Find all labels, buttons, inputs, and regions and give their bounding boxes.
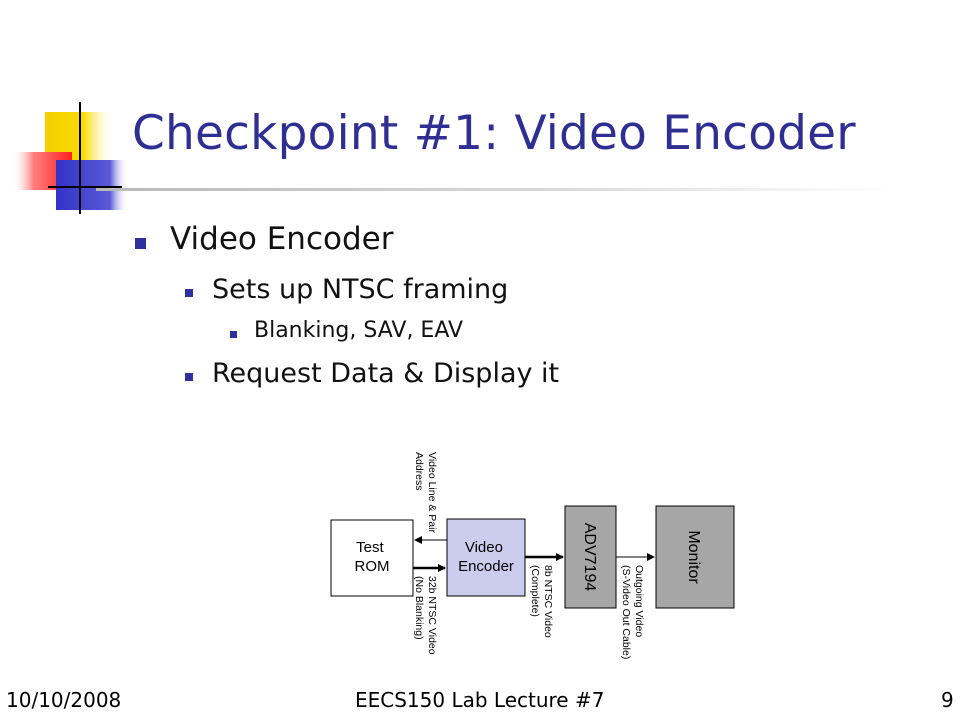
address-label: Video Line & Pair xyxy=(426,452,438,533)
video-encoder-diagram: Test ROM Video Encoder ADV7194 Monitor V… xyxy=(330,452,735,659)
bullet-square-icon xyxy=(185,373,193,381)
ntsc-out-label: 8b NTSC Video xyxy=(542,565,554,638)
outgoing-video-label: (S-Video Out Cable) xyxy=(620,565,632,659)
bullet-text: Video Encoder xyxy=(170,221,394,257)
svg-text:Test ROM: Test ROM xyxy=(355,539,390,575)
bullet-request-data: Request Data & Display it xyxy=(185,358,560,389)
address-label: Address xyxy=(413,452,425,491)
bullet-square-icon xyxy=(230,331,237,338)
test-rom-block xyxy=(330,519,414,597)
slide-title: Checkpoint #1: Video Encoder xyxy=(132,106,856,161)
title-underline xyxy=(96,188,896,191)
data-label: (No Blanking) xyxy=(413,576,425,640)
adv7194-label: ADV7194 xyxy=(581,523,598,592)
bullet-square-icon xyxy=(135,238,146,249)
test-rom-label: Test xyxy=(356,539,384,556)
bullet-text: Sets up NTSC framing xyxy=(212,274,509,305)
ntsc-out-label: (Complete) xyxy=(529,565,541,617)
footer-course: EECS150 Lab Lecture #7 xyxy=(355,688,605,712)
video-encoder-block xyxy=(446,518,526,597)
svg-text:32b NTSC Video (No Blankin: 32b NTSC Video (No Blanking) xyxy=(413,576,438,658)
adv7194-block xyxy=(564,505,617,609)
corner-logo xyxy=(12,102,128,214)
svg-text:Outgoing Video (S-Video Ou: Outgoing Video (S-Video Out Cable) xyxy=(620,565,645,659)
svg-text:Video Line & Pair Address: Video Line & Pair Address xyxy=(413,452,438,536)
video-encoder-label: Video xyxy=(465,539,503,556)
footer-page-number: 9 xyxy=(941,688,954,712)
bullet-text: Request Data & Display it xyxy=(212,358,560,389)
bullet-blanking: Blanking, SAV, EAV xyxy=(230,318,464,343)
svg-text:Video Encoder: Video Encoder xyxy=(458,539,514,575)
bullet-video-encoder: Video Encoder xyxy=(135,221,394,257)
test-rom-label: ROM xyxy=(355,558,390,575)
bullet-text: Blanking, SAV, EAV xyxy=(254,318,464,343)
outgoing-video-label: Outgoing Video xyxy=(633,565,645,637)
video-encoder-label: Encoder xyxy=(458,558,514,575)
svg-text:8b NTSC Video (Complete): 8b NTSC Video (Complete) xyxy=(529,565,554,641)
bullet-ntsc-framing: Sets up NTSC framing xyxy=(185,274,509,305)
monitor-block xyxy=(655,505,735,609)
bullet-square-icon xyxy=(185,289,193,297)
monitor-label: Monitor xyxy=(685,530,702,584)
logo-blue-square xyxy=(56,160,128,210)
data-label: 32b NTSC Video xyxy=(426,576,438,655)
footer-date: 10/10/2008 xyxy=(6,688,122,712)
